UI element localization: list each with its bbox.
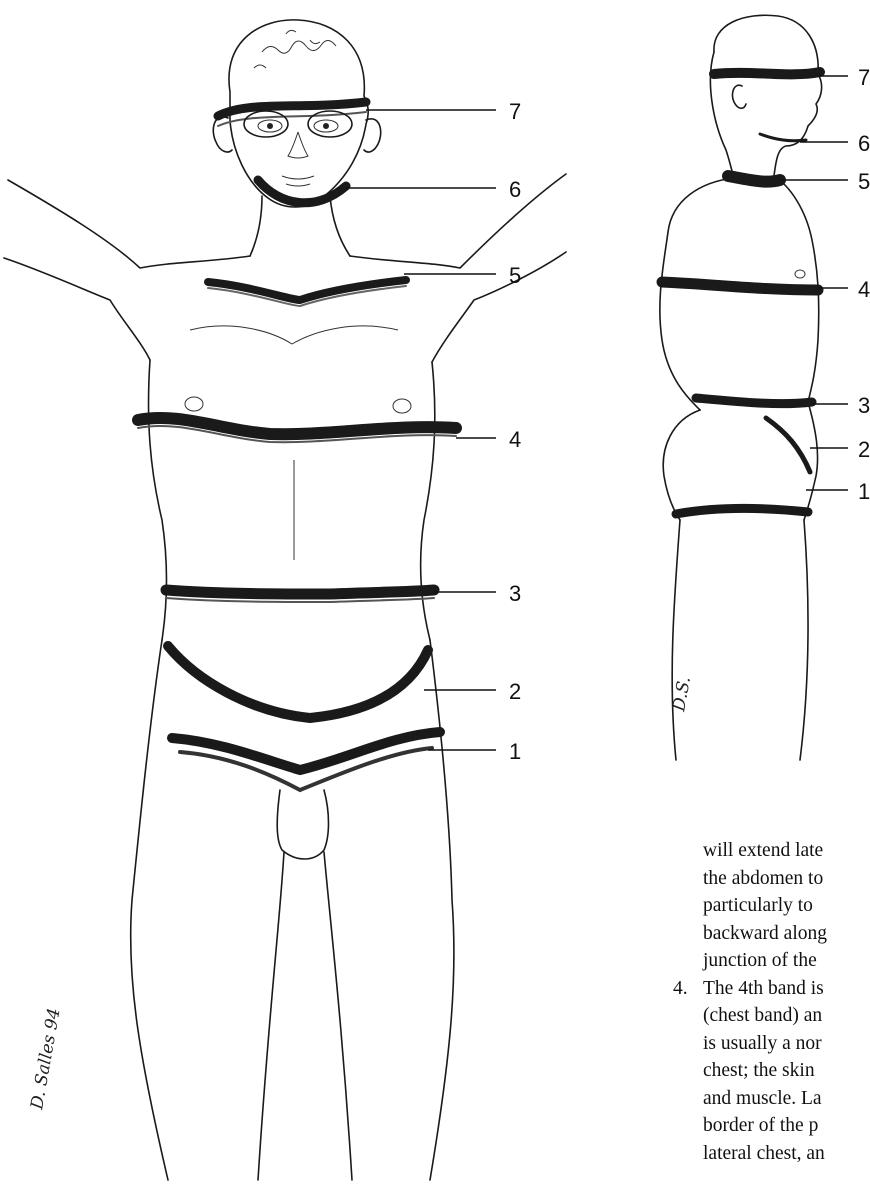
label-7-front: 7 [509,99,521,124]
text-line: is usually a nor [673,1030,870,1058]
front-figure [4,20,566,1180]
band-5-front [208,280,406,306]
label-6-side: 6 [858,131,870,156]
label-7-side: 7 [858,65,870,90]
text-line: (chest band) an [673,1002,870,1030]
band-2-side [766,418,810,472]
text-line: backward along [673,920,870,948]
label-1-front: 1 [509,739,521,764]
front-bands [138,102,456,790]
front-labels: 7 6 5 4 3 2 1 [509,99,521,764]
label-2-side: 2 [858,437,870,462]
text-line: junction of the [673,947,870,975]
label-4-front: 4 [509,427,521,452]
side-labels: 7 6 5 4 3 2 1 [858,65,870,504]
band-4-side [662,282,818,290]
band-3-side [696,398,812,404]
label-5-front: 5 [509,263,521,288]
band-5-side [728,176,780,182]
text-line: lateral chest, an [673,1140,870,1168]
band-7-side [714,72,820,74]
text-line: and muscle. La [673,1085,870,1113]
label-3-side: 3 [858,393,870,418]
band-3-front [166,590,434,602]
band-7-front [218,102,366,137]
band-4-front [138,418,456,442]
text-line: The 4th band is [703,978,824,999]
text-line: particularly to [673,892,870,920]
label-2-front: 2 [509,679,521,704]
list-item-4: 4.The 4th band is [673,975,870,1003]
item-number: 4. [673,975,703,1003]
front-signature: D. Salles 94 [27,1007,65,1112]
label-1-side: 1 [858,479,870,504]
band-6-side [760,134,806,141]
body-text: will extend late the abdomen to particul… [673,837,870,1167]
band-1-front [172,732,440,790]
label-5-side: 5 [858,169,870,194]
text-line: will extend late [673,837,870,865]
label-3-front: 3 [509,581,521,606]
side-figure [660,15,822,760]
text-line: border of the p [673,1112,870,1140]
band-1-side [676,509,808,515]
label-6-front: 6 [509,177,521,202]
side-bands [662,72,820,514]
text-line: chest; the skin [673,1057,870,1085]
band-2-front [168,646,428,718]
label-4-side: 4 [858,277,870,302]
text-line: the abdomen to [673,865,870,893]
